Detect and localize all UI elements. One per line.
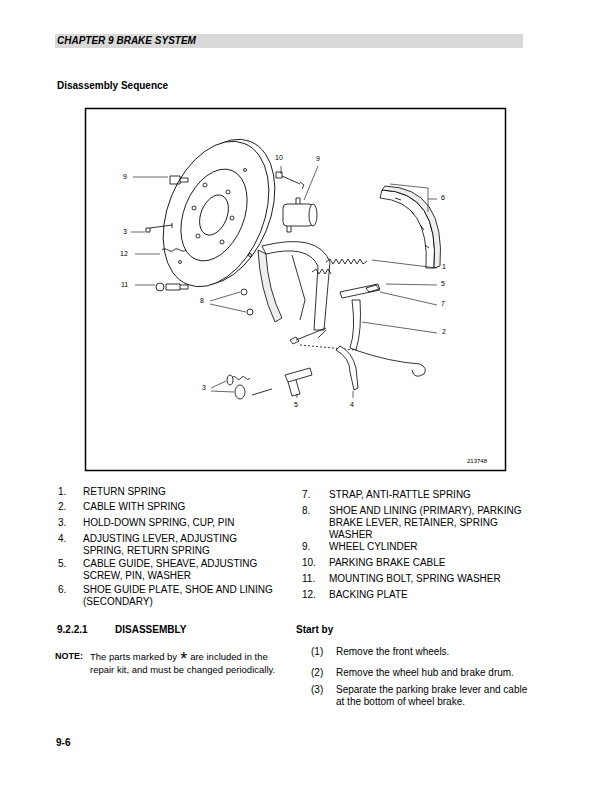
list-text: PARKING BRAKE CABLE: [329, 557, 529, 569]
list-number: 3.: [58, 517, 66, 529]
adjusting-lever: [336, 346, 358, 390]
page-number: 9-6: [56, 737, 70, 749]
callout-number: 5: [293, 400, 299, 409]
callout-number: 3: [201, 383, 207, 392]
callout-number: 10: [274, 153, 284, 162]
adjusting-screw: [285, 328, 326, 396]
list-text: WHEEL CYLINDER: [329, 541, 529, 553]
backing-plate: [143, 124, 295, 303]
callout-number: 9: [315, 154, 321, 163]
step-number: (3): [311, 684, 323, 696]
wire: [162, 249, 186, 251]
list-text: STRAP, ANTI-RATTLE SPRING: [329, 489, 529, 501]
callout-number: 2: [441, 327, 447, 336]
list-text: RETURN SPRING: [83, 486, 273, 498]
start-by-heading: Start by: [296, 624, 333, 636]
secondary-shoe: [380, 186, 441, 268]
note-text: The parts marked by*are included in the …: [90, 651, 282, 676]
list-text: MOUNTING BOLT, SPRING WASHER: [329, 573, 529, 585]
strap: [340, 284, 380, 298]
step-text: Remove the front wheels.: [336, 646, 528, 658]
list-text: BACKING PLATE: [329, 589, 529, 601]
pin: [146, 223, 172, 232]
section-title: DISASSEMBLY: [115, 624, 186, 636]
step-number: (1): [311, 646, 323, 658]
list-text: SHOE GUIDE PLATE, SHOE AND LINING (SECON…: [83, 584, 275, 608]
primary-shoe: [258, 242, 330, 330]
list-number: 9.: [302, 541, 310, 553]
list-text: CABLE WITH SPRING: [83, 501, 273, 513]
cable-guide: [355, 350, 425, 376]
callout-number: 8: [199, 296, 205, 305]
section-number: 9.2.2.1: [57, 624, 88, 636]
list-number: 11.: [302, 573, 315, 585]
list-text: CABLE GUIDE, SHEAVE, ADJUSTING SCREW, PI…: [83, 558, 275, 582]
list-number: 12.: [302, 589, 316, 601]
callout-number: 11: [120, 280, 129, 289]
list-number: 7.: [302, 489, 310, 501]
parking-cable: [276, 172, 304, 189]
callout-number: 4: [349, 400, 355, 409]
callout-number: 6: [440, 193, 446, 202]
figure-title: Disassembly Sequence: [57, 80, 168, 92]
list-number: 10.: [302, 557, 316, 569]
list-number: 2.: [58, 501, 66, 513]
spring: [326, 259, 367, 264]
step-number: (2): [311, 667, 323, 679]
step-text: Separate the parking brake lever and cab…: [336, 684, 528, 708]
callout-number: 5: [440, 279, 446, 288]
list-number: 6.: [58, 584, 66, 596]
figure-number: 213748: [466, 457, 488, 466]
note-label: NOTE:: [55, 650, 83, 662]
step-text: Remove the wheel hub and brake drum.: [336, 667, 528, 679]
list-number: 8.: [302, 505, 310, 517]
callout-number: 9: [122, 172, 128, 181]
parking-lever: [350, 300, 361, 350]
list-number: 1.: [58, 486, 66, 498]
list-number: 5.: [58, 558, 66, 570]
chapter-header: CHAPTER 9 BRAKE SYSTEM: [57, 35, 196, 47]
leader-lines: [131, 166, 437, 398]
hold-down-parts: [227, 289, 326, 399]
list-text: HOLD-DOWN SPRING, CUP, PIN: [83, 517, 273, 529]
list-text: SHOE AND LINING (PRIMARY), PARKING BRAKE…: [329, 505, 531, 541]
callout-number: 3: [122, 227, 128, 236]
callout-number: 1: [441, 262, 447, 271]
callout-number: 7: [440, 299, 446, 308]
list-text: ADJUSTING LEVER, ADJUSTING SPRING, RETUR…: [83, 533, 275, 557]
wheel-cylinder: [283, 198, 317, 232]
list-number: 4.: [58, 533, 66, 545]
bolt: [170, 176, 188, 184]
callout-number: 12: [119, 249, 129, 258]
note-text: The parts marked by: [90, 651, 177, 662]
